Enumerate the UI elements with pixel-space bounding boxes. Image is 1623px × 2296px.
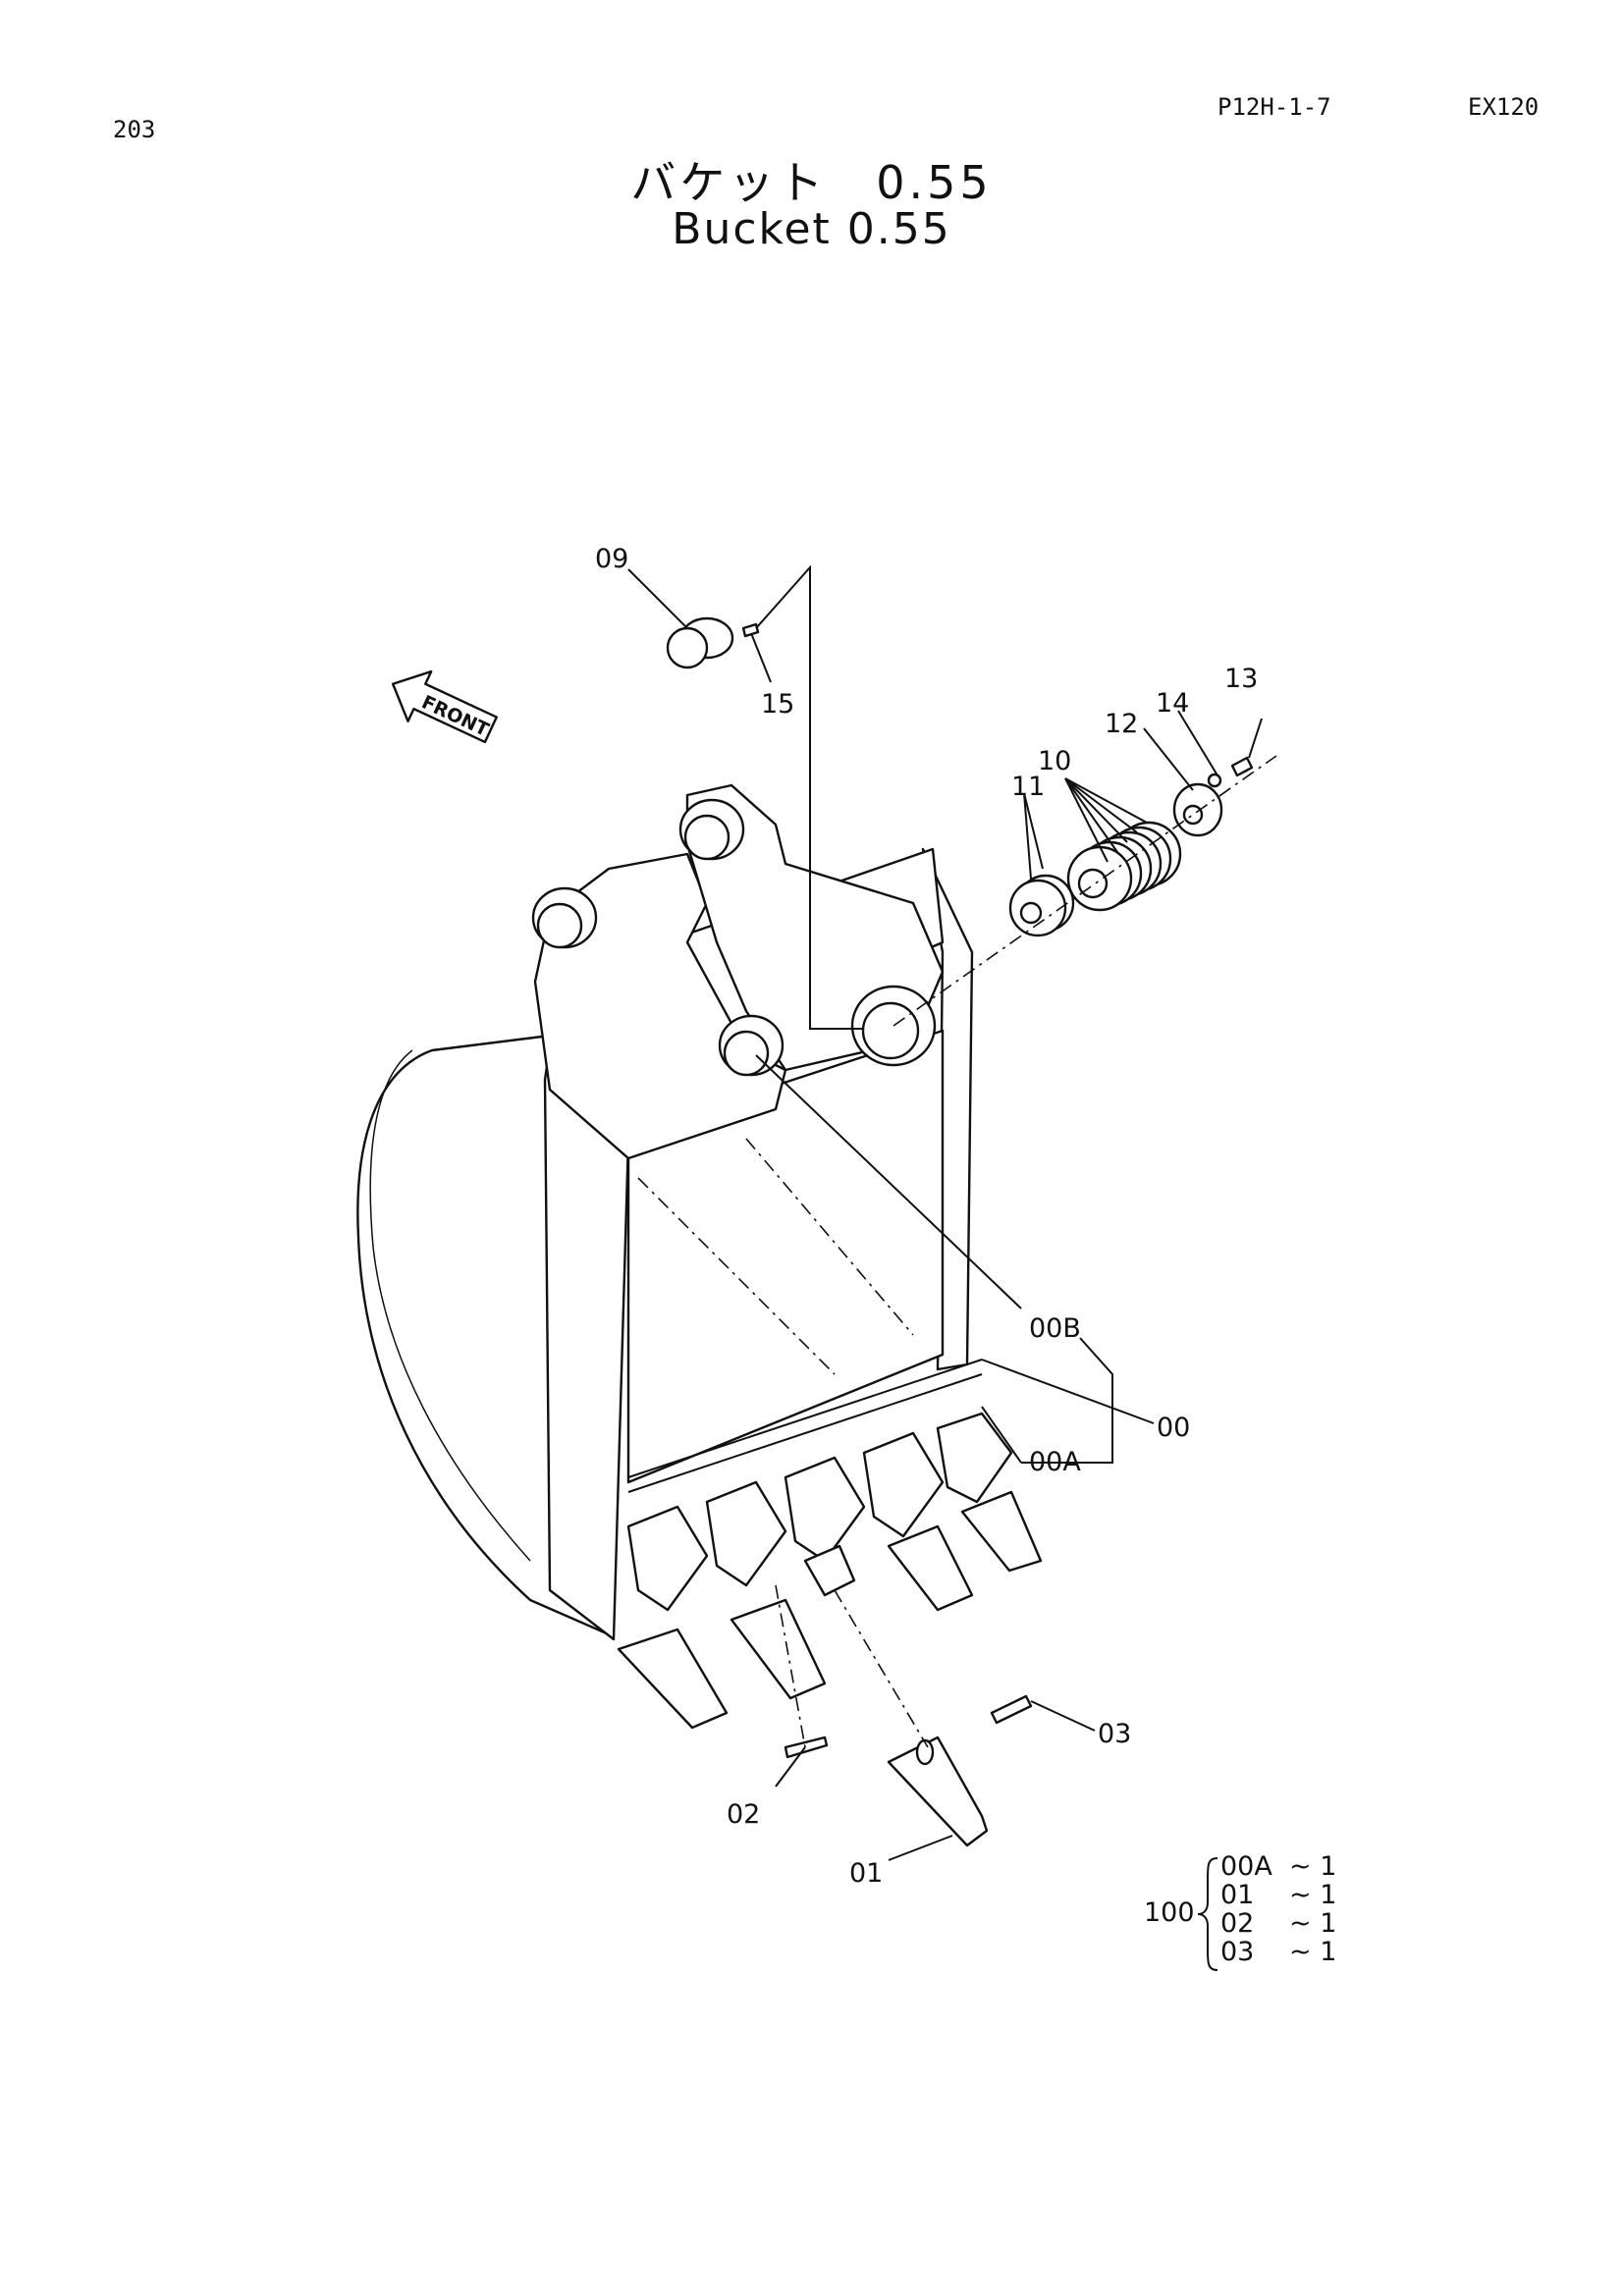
title-english: Bucket 0.55 (672, 204, 951, 254)
washer-14 (1207, 773, 1222, 788)
lock-02 (784, 1735, 829, 1759)
callout-02: 02 (727, 1799, 760, 1830)
callout-03: 03 (1098, 1719, 1131, 1749)
tooth-01 (887, 1735, 989, 1847)
assembly-row-qty: ~ 1 (1289, 1851, 1336, 1882)
bucket-bracket (531, 783, 945, 1160)
axis-line-pin (893, 755, 1277, 1027)
assembly-row-part: 00A (1220, 1851, 1272, 1882)
bucket-teeth (617, 1412, 1043, 1730)
bolt-13 (1230, 756, 1254, 777)
callout-09: 09 (595, 544, 628, 574)
plate-12 (1172, 782, 1223, 837)
assembly-brace (1197, 1857, 1218, 1971)
page-number: 203 (113, 116, 156, 143)
pin-03 (990, 1694, 1033, 1725)
model-name: EX120 (1468, 93, 1540, 121)
callout-00: 00 (1157, 1413, 1190, 1443)
assembly-row-qty: ~ 1 (1289, 1937, 1336, 1967)
figure-code: P12H-1-7 (1217, 93, 1331, 121)
assembly-row-part: 03 (1220, 1937, 1254, 1967)
axis-line-tooth (834, 1589, 929, 1748)
callout-00b: 00B (1029, 1313, 1081, 1344)
callout-11: 11 (1011, 772, 1045, 802)
assembly-note: 100 00A ~ 1 01 ~ 1 02 ~ 1 03 ~ 1 (1144, 1851, 1336, 1971)
callout-13: 13 (1224, 664, 1258, 694)
assembly-row-part: 02 (1220, 1908, 1254, 1939)
callout-15: 15 (761, 689, 794, 720)
bolt-15 (741, 622, 760, 638)
callout-14: 14 (1156, 688, 1189, 719)
shims-10 (1066, 821, 1182, 912)
assembly-row-qty: ~ 1 (1289, 1908, 1336, 1939)
title-japanese: バケット 0.55 (630, 156, 993, 209)
pin-09 (666, 616, 734, 669)
bucket-body (356, 847, 983, 1641)
callout-12: 12 (1105, 709, 1138, 739)
assembly-row-part: 01 (1220, 1880, 1254, 1910)
callout-10: 10 (1038, 746, 1071, 776)
callout-00a: 00A (1029, 1447, 1081, 1477)
front-arrow-icon: FRONT (391, 669, 498, 744)
leader-lines (627, 564, 1263, 1861)
assembly-row-qty: ~ 1 (1289, 1880, 1336, 1910)
shims-11 (1008, 874, 1075, 937)
assembly-number: 100 (1144, 1897, 1195, 1928)
callout-01: 01 (849, 1858, 883, 1889)
